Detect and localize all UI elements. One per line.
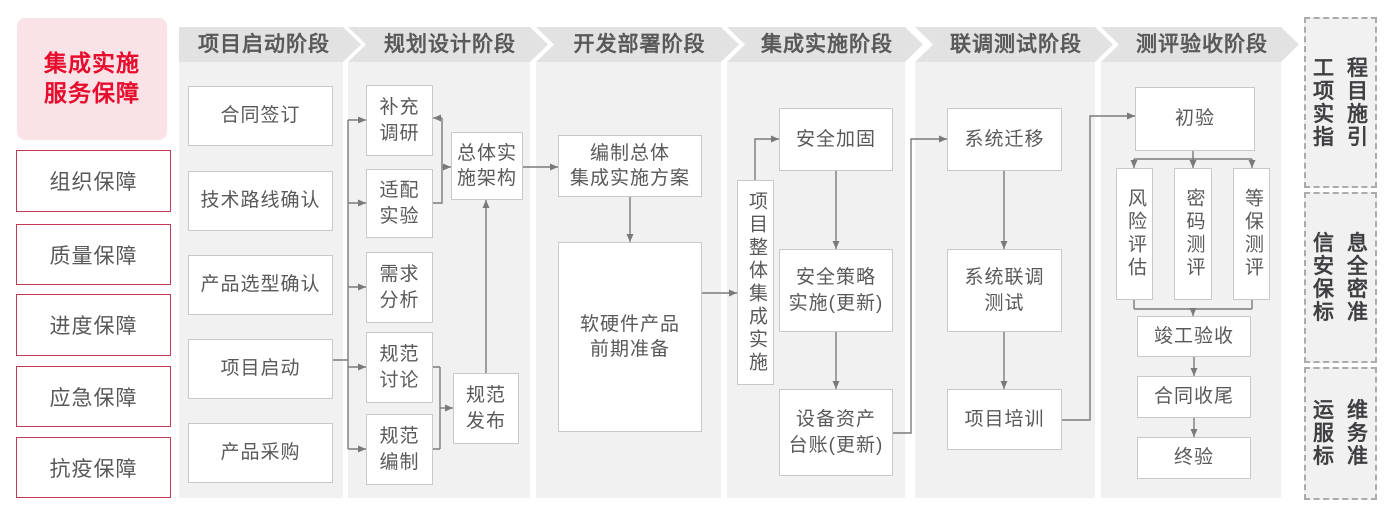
ref-infosec-confidentiality-standard: 信息 安全 保密 标准 (1304, 192, 1377, 363)
ref-project-implementation-guide: 工程 项目 实施 指引 (1304, 17, 1377, 188)
box-risk-assessment: 风险评估 (1116, 168, 1153, 300)
box-adaptation-test: 适配 实验 (366, 169, 433, 238)
box-spec-release: 规范 发布 (453, 373, 519, 444)
box-overall-impl-architecture: 总体实 施架构 (451, 132, 523, 200)
box-product-selection-confirm: 产品选型确认 (188, 255, 333, 315)
phase-banner-startup: 项目启动阶段 (179, 27, 361, 62)
ref-line: 信息 (1313, 231, 1381, 255)
box-overall-project-integration: 项目整体集成实施 (737, 180, 774, 385)
box-system-migration: 系统迁移 (947, 108, 1062, 171)
box-final-acceptance: 终验 (1137, 437, 1251, 479)
box-project-kickoff: 项目启动 (188, 339, 333, 399)
sidebar-header: 集成实施 服务保障 (17, 18, 167, 140)
ref-line: 保密 (1313, 277, 1381, 301)
phase-banner-develop: 开发部署阶段 (536, 27, 739, 62)
box-product-procurement: 产品采购 (188, 423, 333, 483)
sidebar-item-quality: 质量保障 (16, 224, 171, 285)
box-security-policy-impl: 安全策略 实施(更新) (779, 249, 893, 332)
box-contract-closure: 合同收尾 (1137, 376, 1251, 418)
box-project-training: 项目培训 (947, 389, 1062, 450)
box-crypto-evaluation: 密码测评 (1174, 168, 1212, 300)
ref-line: 服务 (1313, 422, 1381, 445)
box-spec-drafting: 规范 编制 (366, 414, 433, 485)
box-hw-sw-preparation: 软硬件产品 前期准备 (558, 242, 702, 432)
box-completion-acceptance: 竣工验收 (1137, 316, 1251, 357)
ref-line: 标准 (1313, 445, 1381, 468)
sidebar-item-schedule: 进度保障 (16, 294, 171, 356)
box-security-hardening: 安全加固 (779, 108, 893, 171)
sidebar-item-organization: 组织保障 (16, 150, 171, 212)
ref-line: 实施 (1313, 102, 1381, 126)
ref-line: 运维 (1313, 399, 1381, 422)
sidebar-item-emergency: 应急保障 (16, 366, 171, 427)
box-joint-debugging-test: 系统联调 测试 (947, 249, 1062, 332)
box-spec-discussion: 规范 讨论 (366, 332, 433, 403)
phase-banner-planning: 规划设计阶段 (348, 27, 548, 62)
box-asset-ledger-update: 设备资产 台账(更新) (779, 389, 893, 476)
ref-line: 工程 (1313, 56, 1381, 80)
box-tech-route-confirm: 技术路线确认 (188, 171, 333, 231)
phase-banner-acceptance: 测评验收阶段 (1101, 27, 1299, 62)
box-requirement-analysis: 需求 分析 (366, 252, 433, 323)
ref-line: 标准 (1313, 300, 1381, 324)
ref-line: 指引 (1313, 125, 1381, 149)
box-supplementary-research: 补充 调研 (366, 85, 433, 156)
phase-banner-integration: 集成实施阶段 (727, 27, 923, 62)
box-overall-integration-plan: 编制总体 集成实施方案 (558, 135, 702, 197)
ref-line: 安全 (1313, 254, 1381, 278)
box-contract-signing: 合同签订 (188, 86, 333, 146)
sidebar-item-pandemic: 抗疫保障 (16, 437, 171, 498)
ref-om-service-standard: 运维 服务 标准 (1304, 367, 1377, 500)
box-classified-protection-eval: 等保测评 (1233, 168, 1270, 300)
box-initial-acceptance: 初验 (1135, 87, 1255, 151)
ref-line: 项目 (1313, 79, 1381, 103)
phase-banner-testing: 联调测试阶段 (915, 27, 1113, 62)
